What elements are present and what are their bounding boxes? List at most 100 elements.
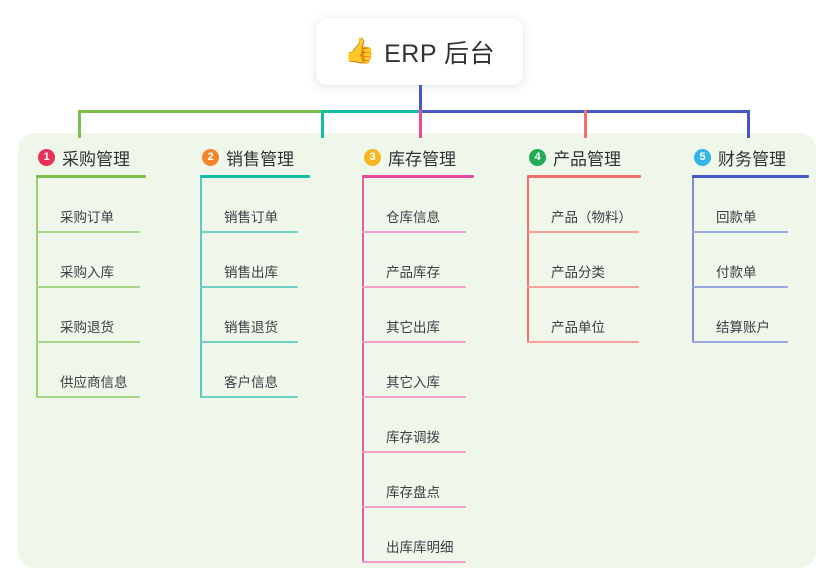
branch-header-1[interactable]: 1 采购管理 <box>36 145 146 169</box>
leaf-item-rule <box>200 286 298 288</box>
diagram-panel <box>18 133 816 568</box>
leaf-item[interactable]: 回款单 <box>692 178 809 233</box>
branch-header-rule <box>200 175 310 178</box>
branch-header-rule <box>527 175 641 178</box>
branch-leaf-list: 采购订单采购入库采购退货供应商信息 <box>36 178 146 398</box>
leaf-item[interactable]: 出库库明细 <box>362 508 474 563</box>
branch-leaf-list: 回款单付款单结算账户 <box>692 178 809 343</box>
leaf-item-label: 仓库信息 <box>386 210 440 225</box>
leaf-item[interactable]: 销售出库 <box>200 233 310 288</box>
leaf-item[interactable]: 其它入库 <box>362 343 474 398</box>
leaf-item[interactable]: 付款单 <box>692 233 809 288</box>
thumbs-up-icon: 👍 <box>343 37 376 65</box>
leaf-item[interactable]: 销售退货 <box>200 288 310 343</box>
leaf-item-label: 其它出库 <box>386 320 440 335</box>
leaf-item[interactable]: 产品分类 <box>527 233 641 288</box>
leaf-item-label: 销售订单 <box>224 210 278 225</box>
leaf-item-label: 产品库存 <box>386 265 440 280</box>
branch-header-label: 产品管理 <box>553 149 621 169</box>
leaf-item-rule <box>362 396 466 398</box>
leaf-item[interactable]: 产品单位 <box>527 288 641 343</box>
branch-header-rule <box>692 175 809 178</box>
branch-leaf-list: 产品（物料） 产品分类产品单位 <box>527 178 641 343</box>
root-node-content: 👍 ERP 后台 <box>344 34 495 70</box>
leaf-item-label: 回款单 <box>716 210 757 225</box>
leaf-item-label: 销售出库 <box>224 265 278 280</box>
leaf-item[interactable]: 产品（物料） <box>527 178 641 233</box>
leaf-item-label: 供应商信息 <box>60 375 128 390</box>
leaf-item-rule <box>362 451 466 453</box>
branch-number-badge: 3 <box>364 148 381 166</box>
branch-column-5: 5 财务管理回款单付款单结算账户 <box>692 145 809 343</box>
leaf-item[interactable]: 采购订单 <box>36 178 146 233</box>
leaf-item-label: 采购入库 <box>60 265 114 280</box>
root-node-card[interactable]: 👍 ERP 后台 <box>316 18 523 85</box>
leaf-item-label: 客户信息 <box>224 375 278 390</box>
leaf-item[interactable]: 仓库信息 <box>362 178 474 233</box>
leaf-item-rule <box>692 341 788 343</box>
leaf-item-rule <box>692 231 788 233</box>
leaf-item[interactable]: 销售订单 <box>200 178 310 233</box>
leaf-item-rule <box>200 341 298 343</box>
leaf-item[interactable]: 库存调拨 <box>362 398 474 453</box>
branch-column-4: 4 产品管理产品（物料） 产品分类产品单位 <box>527 145 641 343</box>
bus-segment-teal <box>323 110 419 113</box>
leaf-item-label: 出库库明细 <box>386 540 454 555</box>
leaf-item-rule <box>362 341 466 343</box>
leaf-item-rule <box>36 231 140 233</box>
leaf-item-label: 产品单位 <box>551 320 605 335</box>
leaf-item-label: 结算账户 <box>716 320 770 335</box>
leaf-item-label: 采购退货 <box>60 320 114 335</box>
leaf-item-rule <box>36 286 140 288</box>
leaf-item[interactable]: 其它出库 <box>362 288 474 343</box>
drop-connector-4 <box>584 110 587 138</box>
leaf-item-rule <box>362 506 466 508</box>
leaf-item[interactable]: 采购退货 <box>36 288 146 343</box>
leaf-item-rule <box>200 396 298 398</box>
leaf-item-label: 库存调拨 <box>386 430 440 445</box>
root-node-title: ERP 后台 <box>384 39 496 68</box>
drop-connector-3 <box>419 110 422 138</box>
drop-connector-1 <box>78 110 81 138</box>
drop-connector-5 <box>747 110 750 138</box>
branch-number-badge: 5 <box>694 148 711 166</box>
branch-number-badge: 4 <box>529 148 546 166</box>
root-stem-connector <box>419 85 422 110</box>
branch-leaf-list: 仓库信息产品库存其它出库其它入库库存调拨库存盘点出库库明细 <box>362 178 474 563</box>
branch-column-1: 1 采购管理采购订单采购入库采购退货供应商信息 <box>36 145 146 398</box>
branch-number-badge: 2 <box>202 148 219 166</box>
leaf-item-label: 付款单 <box>716 265 757 280</box>
leaf-item[interactable]: 结算账户 <box>692 288 809 343</box>
leaf-item-label: 采购订单 <box>60 210 114 225</box>
leaf-item-rule <box>200 231 298 233</box>
leaf-item-label: 其它入库 <box>386 375 440 390</box>
leaf-item-rule <box>527 286 639 288</box>
leaf-item[interactable]: 供应商信息 <box>36 343 146 398</box>
leaf-item-rule <box>362 286 466 288</box>
branch-rail <box>36 178 38 398</box>
leaf-item-rule <box>362 231 466 233</box>
branch-header-label: 采购管理 <box>62 149 130 169</box>
leaf-item-rule <box>527 341 639 343</box>
branch-header-label: 财务管理 <box>718 149 786 169</box>
leaf-item[interactable]: 客户信息 <box>200 343 310 398</box>
leaf-item-rule <box>692 286 788 288</box>
leaf-item[interactable]: 产品库存 <box>362 233 474 288</box>
bus-segment-green <box>78 110 323 113</box>
leaf-item[interactable]: 采购入库 <box>36 233 146 288</box>
leaf-item-label: 产品分类 <box>551 265 605 280</box>
leaf-item-rule <box>527 231 639 233</box>
leaf-item-label: 产品（物料） <box>551 210 632 225</box>
leaf-item-rule <box>36 396 140 398</box>
branch-number-badge: 1 <box>38 148 55 166</box>
leaf-item-label: 销售退货 <box>224 320 278 335</box>
leaf-item[interactable]: 库存盘点 <box>362 453 474 508</box>
branch-rail <box>200 178 202 398</box>
branch-header-4[interactable]: 4 产品管理 <box>527 145 641 169</box>
branch-header-5[interactable]: 5 财务管理 <box>692 145 809 169</box>
leaf-item-rule <box>36 341 140 343</box>
